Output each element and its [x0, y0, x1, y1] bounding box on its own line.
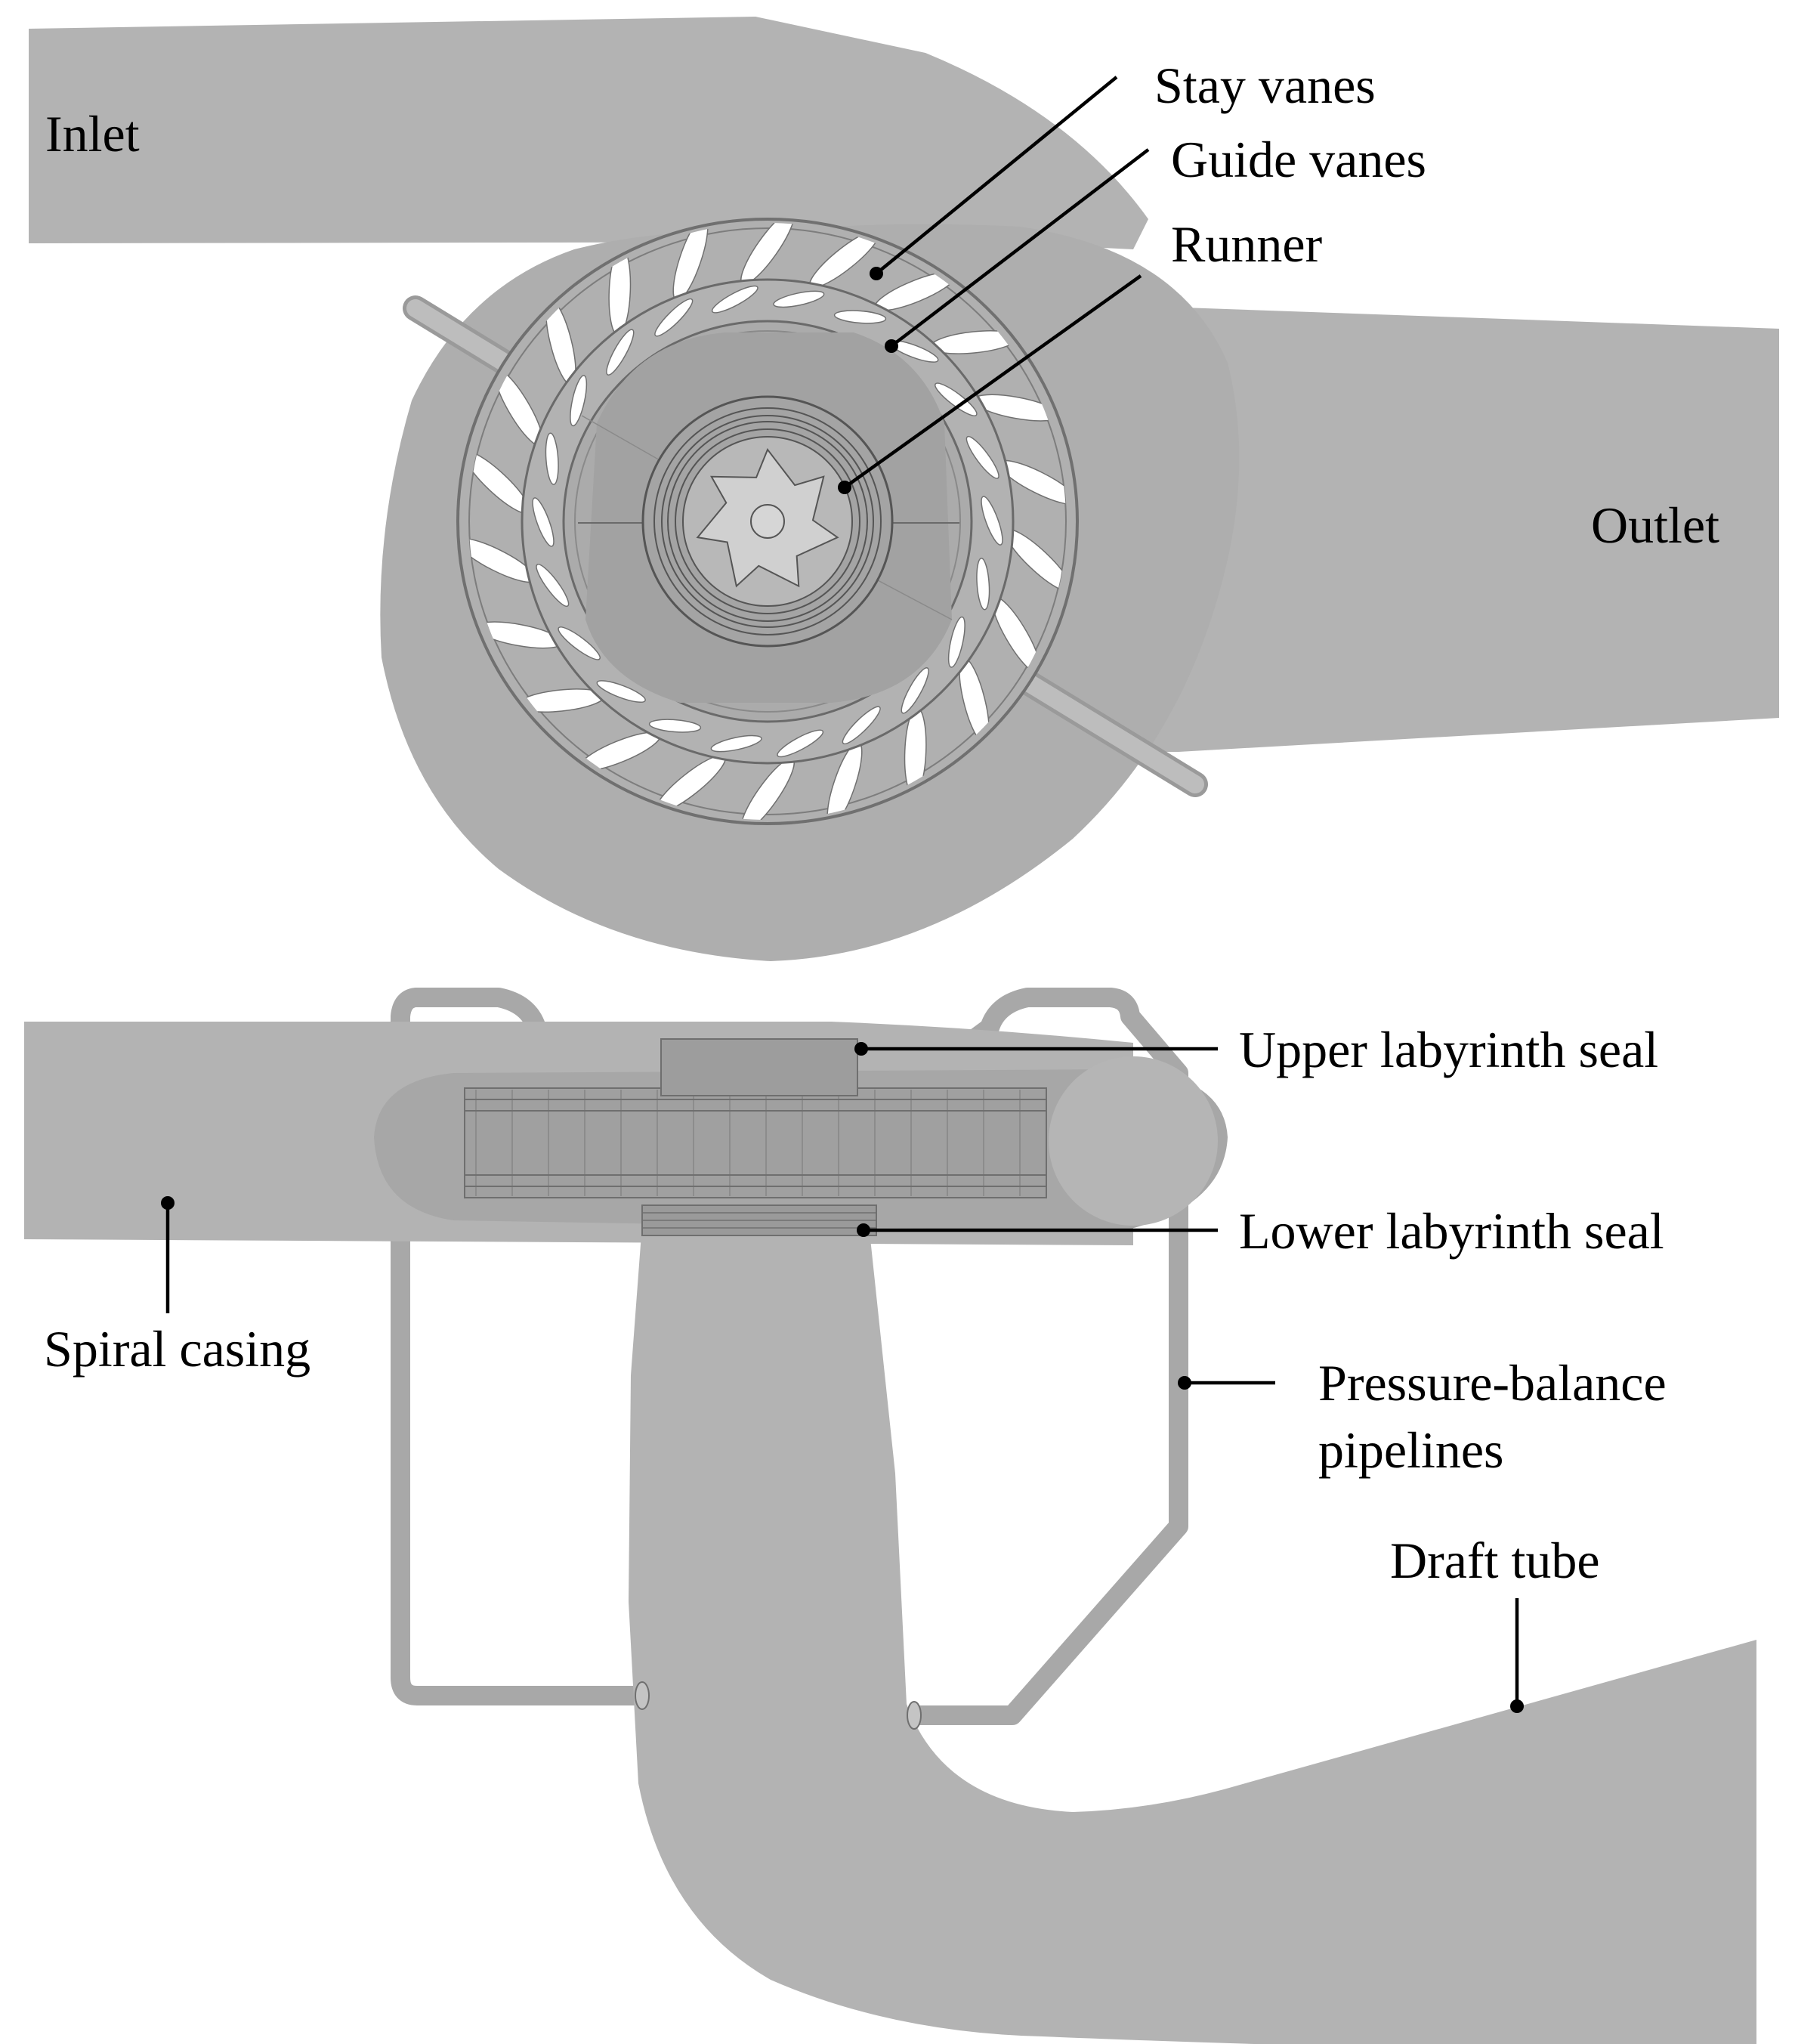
- labels: Inlet Outlet Stay vanes Guide vanes Runn…: [44, 57, 1719, 1589]
- guide-vane: [558, 626, 601, 660]
- guide-vane: [711, 285, 758, 314]
- label-stay-vanes: Stay vanes: [1154, 57, 1376, 114]
- runner: [641, 395, 894, 648]
- guide-vane: [842, 706, 881, 745]
- guide-vane: [773, 290, 825, 308]
- label-upper-labyrinth-seal: Upper labyrinth seal: [1239, 1021, 1658, 1078]
- label-spiral-casing: Spiral casing: [44, 1320, 310, 1378]
- guide-vane: [532, 497, 555, 547]
- guide-vane: [965, 435, 999, 479]
- label-lower-labyrinth-seal: Lower labyrinth seal: [1239, 1202, 1664, 1260]
- guide-vane: [536, 564, 570, 608]
- label-inlet: Inlet: [45, 105, 140, 162]
- guide-vane: [901, 667, 929, 714]
- guide-vane: [981, 496, 1003, 546]
- guide-vane: [606, 329, 635, 376]
- guide-vane: [777, 729, 824, 758]
- label-pressure-balance-line1: Pressure-balance: [1318, 1354, 1667, 1412]
- guide-vane: [545, 432, 559, 485]
- upper-labyrinth-seal: [660, 1038, 858, 1096]
- inlet-pipe: [29, 17, 1148, 249]
- leader-lines: [161, 76, 1524, 1713]
- guide-vane: [654, 298, 694, 337]
- top-view: [29, 17, 1779, 962]
- label-outlet: Outlet: [1591, 496, 1719, 554]
- side-view: [24, 988, 1756, 2044]
- label-draft-tube: Draft tube: [1390, 1532, 1600, 1589]
- guide-vane: [596, 680, 646, 703]
- guide-vane: [833, 310, 887, 324]
- guide-vane: [570, 375, 588, 427]
- draft-tube: [629, 1224, 1756, 2044]
- label-guide-vanes: Guide vanes: [1171, 131, 1426, 188]
- pressure-balance-pipelines: [391, 988, 642, 1705]
- guide-vane: [935, 382, 978, 416]
- guide-vane: [947, 616, 965, 668]
- label-pressure-balance-line2: pipelines: [1318, 1421, 1504, 1479]
- guide-vane: [648, 719, 702, 733]
- guide-vane: [976, 558, 990, 611]
- label-runner: Runner: [1171, 215, 1323, 273]
- guide-vane: [710, 734, 762, 753]
